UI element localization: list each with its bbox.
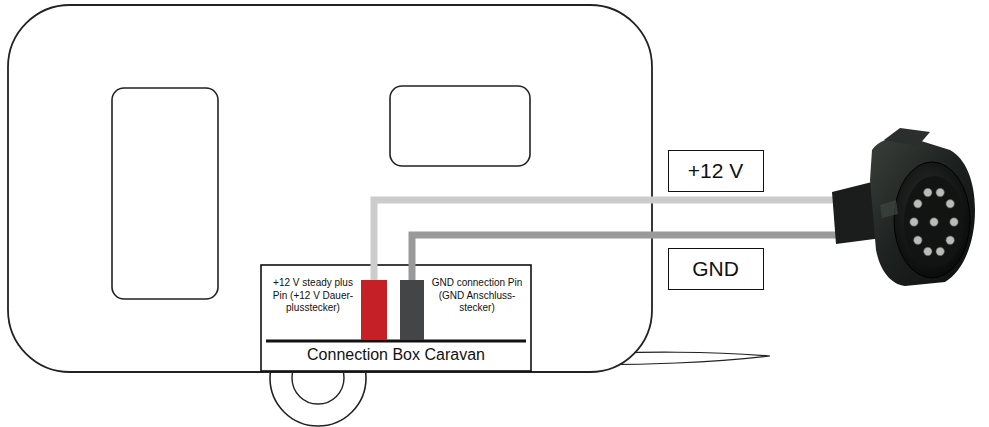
connection-box: +12 V steady plus Pin (+12 V Dauer-pluss… <box>261 265 531 371</box>
signal-label-box: +12 V <box>668 150 764 192</box>
caravan-body <box>8 5 652 372</box>
signal-label-box: GND <box>668 248 764 290</box>
trailer-plug <box>832 128 975 286</box>
gnd-wire <box>412 235 845 280</box>
plus-wire <box>374 200 845 280</box>
box-title: Connection Box Caravan <box>261 344 531 366</box>
signal-name: GND <box>692 257 739 281</box>
connection-box-outline <box>261 265 531 371</box>
pin-label: GND connection Pin (GND Anschluss-stecke… <box>428 277 526 315</box>
gnd-pin <box>400 280 424 340</box>
plus-pin <box>361 280 387 340</box>
caravan-window <box>390 86 530 166</box>
connection-box-rule <box>266 340 526 343</box>
pin-label: +12 V steady plus Pin (+12 V Dauer-pluss… <box>266 277 360 315</box>
caravan-door <box>112 88 218 299</box>
signal-name: +12 V <box>688 159 743 183</box>
